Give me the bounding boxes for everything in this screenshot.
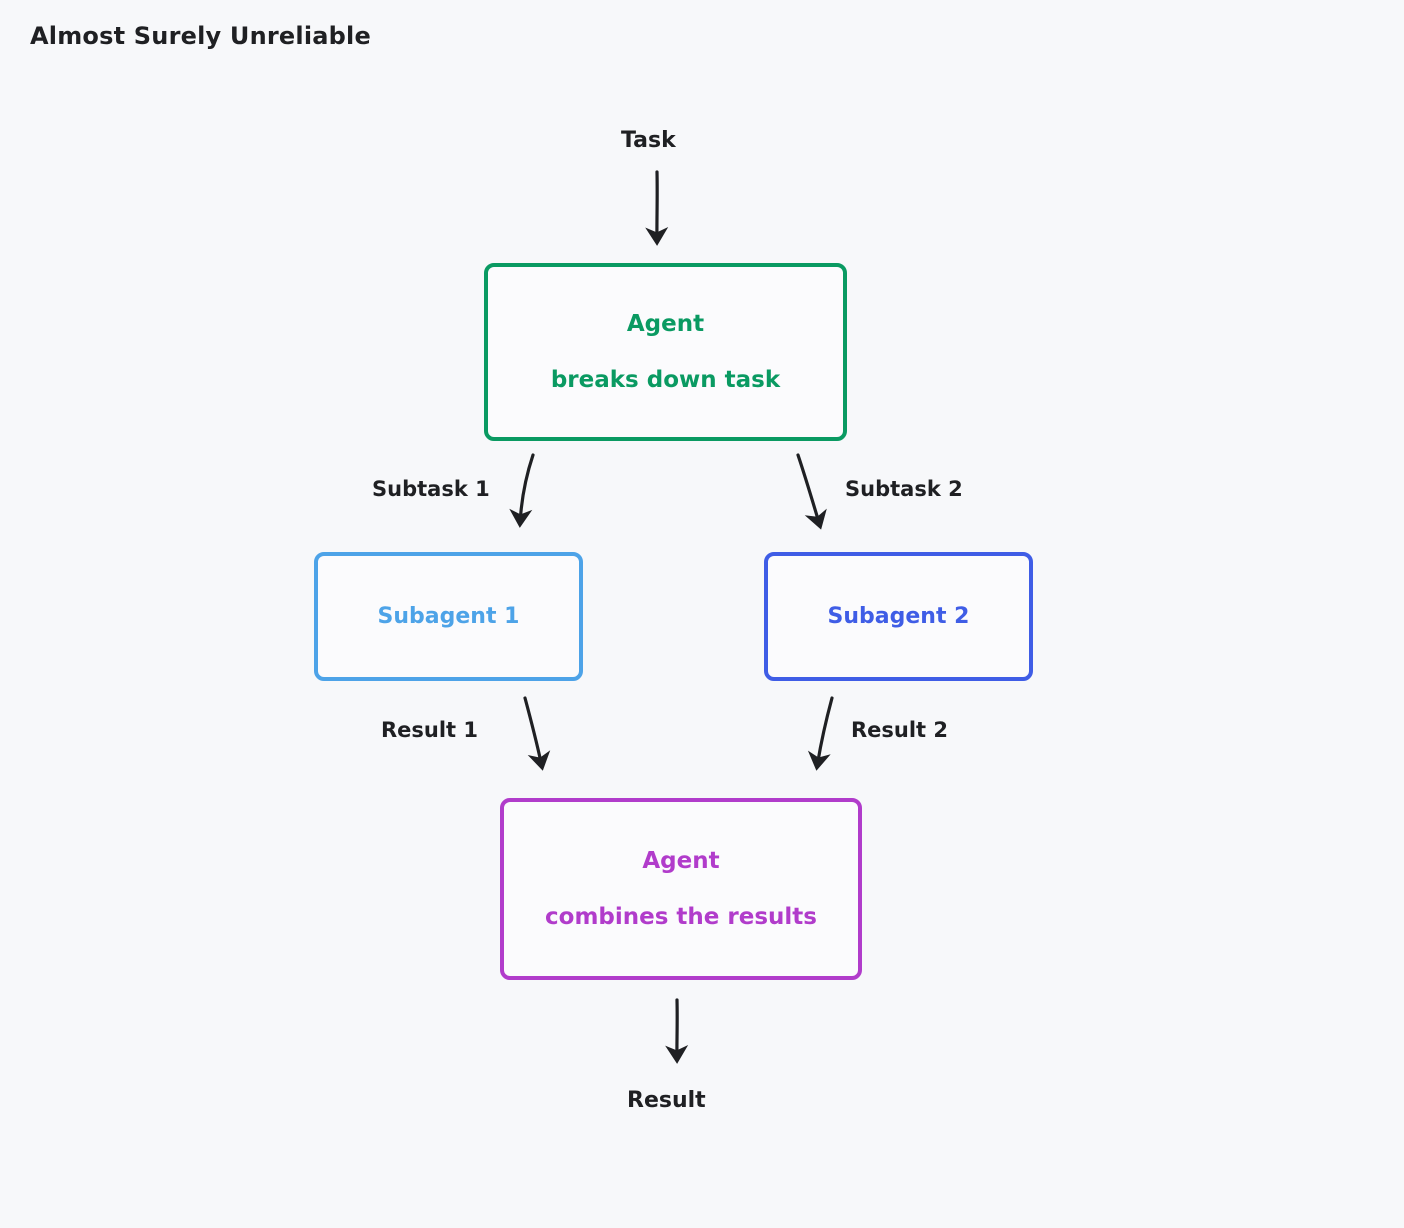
edge-label-result-1: Result 1 (381, 718, 479, 742)
arrow-subagent-2-to-agent (807, 696, 834, 771)
node-agent-breakdown-line1: Agent (626, 311, 705, 337)
arrow-agent-to-subagent-1 (509, 453, 535, 528)
edge-label-subtask-2: Subtask 2 (845, 477, 963, 501)
node-label-task: Task (621, 128, 676, 153)
node-subagent-1[interactable]: Subagent 1 (314, 552, 583, 681)
node-agent-breakdown-line2: breaks down task (550, 367, 781, 393)
edge-label-result-2: Result 2 (851, 718, 949, 742)
node-label-result: Result (627, 1088, 706, 1113)
node-subagent-2-label: Subagent 2 (827, 604, 970, 629)
arrow-subagent-1-to-agent (523, 696, 551, 771)
node-agent-combines-results[interactable]: Agent combines the results (500, 798, 862, 980)
node-agent-combine-line2: combines the results (545, 904, 817, 930)
node-subagent-2[interactable]: Subagent 2 (764, 552, 1033, 681)
node-agent-breaks-down-task[interactable]: Agent breaks down task (484, 263, 847, 441)
page-title: Almost Surely Unreliable (30, 22, 371, 50)
edge-label-subtask-1: Subtask 1 (372, 477, 490, 501)
node-agent-combine-line1: Agent (642, 848, 720, 874)
arrow-agent-to-subagent-2 (796, 453, 827, 530)
node-subagent-1-label: Subagent 1 (377, 604, 520, 629)
